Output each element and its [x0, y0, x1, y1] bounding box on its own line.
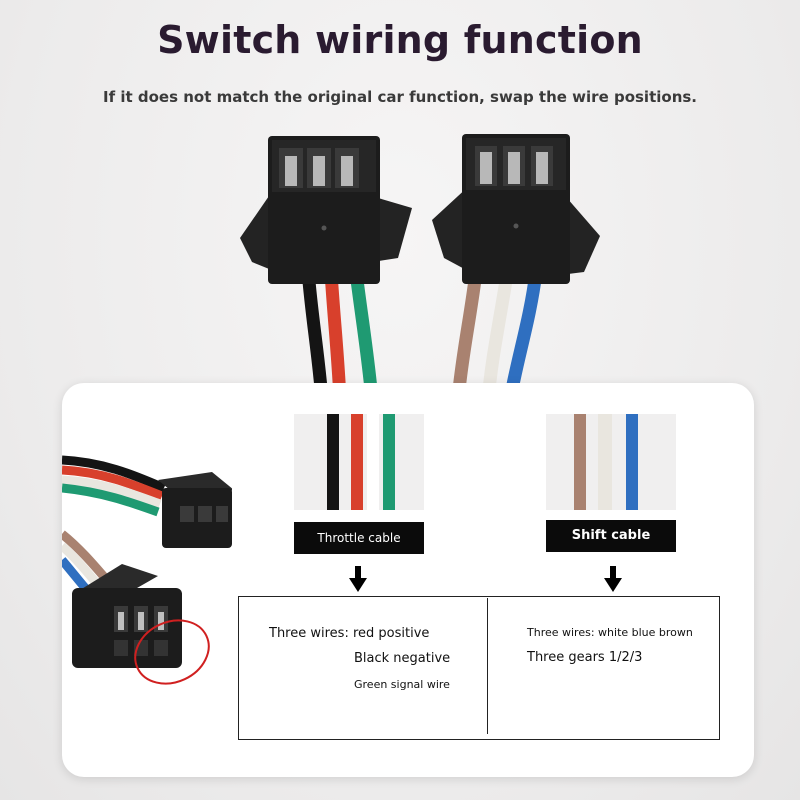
red-wire	[324, 271, 347, 400]
blue-wire	[503, 271, 543, 400]
shift-info-line2: Three gears 1/2/3	[527, 650, 643, 665]
shift-wires-swatch	[546, 414, 676, 510]
left-connector	[240, 136, 412, 284]
white-wire	[481, 273, 514, 400]
info-divider	[487, 598, 488, 734]
arrow-down-icon	[349, 566, 367, 592]
throttle-info-line1: Three wires: red positive	[269, 626, 430, 641]
shift-cable-label: Shift cable	[546, 520, 676, 552]
page-subtitle: If it does not match the original car fu…	[102, 88, 698, 106]
throttle-info-line3: Green signal wire	[354, 678, 450, 691]
throttle-info-line2: Black negative	[354, 651, 451, 666]
page-title: Switch wiring function	[157, 18, 643, 62]
wiring-info-box	[238, 596, 720, 740]
connector-photo	[240, 134, 600, 400]
upper-side-connector	[158, 472, 232, 548]
brown-wire	[451, 271, 483, 400]
black-wire	[301, 269, 329, 400]
highlight-circle	[134, 619, 210, 685]
arrow-down-icon	[604, 566, 622, 592]
shift-info-line1: Three wires: white blue brown	[527, 626, 693, 639]
right-connector	[432, 134, 600, 284]
green-wire	[349, 271, 379, 400]
side-connector-photo	[62, 455, 232, 685]
lower-side-connector	[72, 564, 182, 668]
throttle-wires-swatch	[294, 414, 424, 510]
throttle-cable-label: Throttle cable	[294, 522, 424, 554]
